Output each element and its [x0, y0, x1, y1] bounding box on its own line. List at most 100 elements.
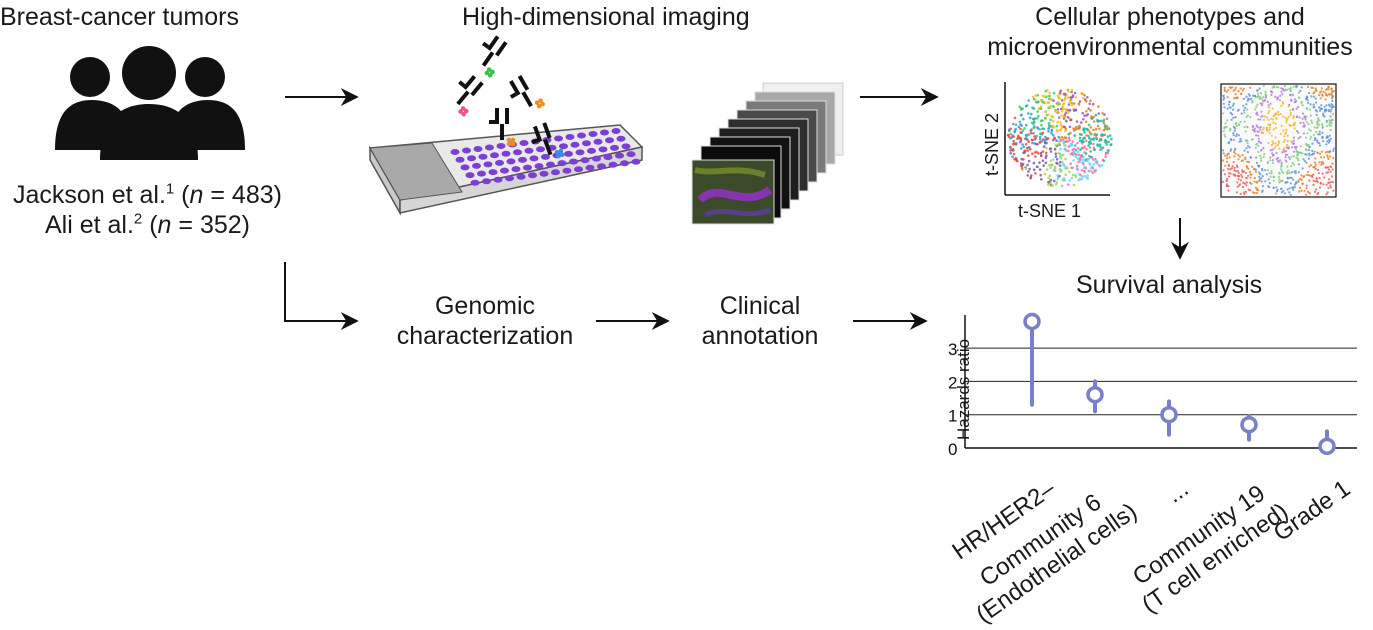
community-point: [1246, 166, 1249, 169]
tsne-point: [1098, 127, 1101, 131]
tsne-point: [1075, 120, 1079, 123]
community-point: [1272, 128, 1275, 131]
community-point: [1288, 171, 1291, 175]
tsne-point: [1048, 147, 1052, 151]
tsne-point: [1027, 154, 1030, 157]
tissue-core: [574, 166, 583, 173]
tsne-point: [1049, 124, 1053, 128]
community-point: [1257, 118, 1260, 121]
community-point: [1277, 175, 1280, 178]
community-point: [1316, 151, 1319, 154]
community-point: [1270, 143, 1273, 147]
tsne-point: [1109, 143, 1112, 147]
community-point: [1277, 160, 1280, 163]
tsne-point: [1090, 117, 1094, 120]
tsne-point: [1059, 160, 1062, 164]
tsne-point: [1054, 182, 1058, 186]
community-point: [1288, 187, 1291, 190]
community-point: [1272, 153, 1275, 157]
tsne-point: [1044, 116, 1047, 120]
tsne-point: [1014, 123, 1018, 126]
community-point: [1284, 159, 1287, 162]
tsne-point: [1083, 136, 1086, 140]
community-point: [1241, 89, 1244, 92]
community-point: [1262, 84, 1265, 88]
community-point: [1264, 99, 1267, 102]
community-point: [1318, 109, 1322, 112]
tsne-point: [1020, 108, 1023, 111]
tsne-point: [1059, 139, 1063, 142]
community-point: [1297, 163, 1300, 166]
tsne-point: [1077, 160, 1080, 164]
genomic-line1: Genomic: [434, 292, 536, 320]
tsne-point: [1056, 121, 1059, 124]
tsne-point: [1067, 149, 1070, 153]
tsne-point: [1074, 155, 1078, 159]
cohort-n-value: = 352): [178, 211, 250, 239]
community-point: [1295, 107, 1298, 110]
tsne-point: [1086, 96, 1089, 99]
tsne-point: [1037, 100, 1040, 103]
tsne-point: [1042, 164, 1045, 167]
tsne-point: [1025, 146, 1029, 150]
tissue-core: [462, 147, 471, 154]
tsne-point: [1019, 136, 1022, 140]
community-point: [1245, 115, 1248, 118]
community-point: [1277, 140, 1280, 143]
tissue-core: [496, 143, 506, 149]
tsne-point: [1046, 89, 1049, 92]
community-point: [1303, 124, 1306, 127]
tsne-point: [1021, 162, 1025, 166]
community-point: [1308, 146, 1311, 149]
community-point: [1330, 175, 1333, 178]
tissue-core: [588, 131, 598, 137]
community-point: [1326, 140, 1329, 143]
tissue-core: [615, 152, 624, 159]
community-point: [1284, 181, 1287, 184]
tsne-point: [1082, 93, 1085, 96]
community-point: [1246, 108, 1249, 111]
community-point: [1282, 171, 1285, 174]
cohort-n-label: n: [189, 181, 204, 209]
hazard-point: [1160, 405, 1178, 424]
tsne-point: [1092, 162, 1095, 166]
tsne-point: [1086, 159, 1089, 163]
community-point: [1245, 184, 1248, 187]
tsne-point: [1040, 178, 1043, 181]
tissue-core: [593, 138, 603, 145]
tsne-point: [1056, 177, 1059, 181]
tsne-point: [1034, 172, 1037, 175]
community-point: [1270, 90, 1273, 93]
community-point: [1313, 190, 1317, 193]
community-point: [1240, 112, 1243, 115]
community-point: [1277, 113, 1280, 116]
tsne-point: [1051, 184, 1054, 187]
tsne-point: [1011, 155, 1014, 159]
community-point: [1272, 175, 1275, 178]
community-point: [1293, 127, 1296, 130]
tsne-point: [1041, 159, 1045, 163]
community-point: [1231, 104, 1235, 107]
tsne-point: [1038, 140, 1042, 144]
imaging-title: High-dimensional imaging: [462, 3, 750, 31]
community-point: [1247, 93, 1250, 96]
community-point: [1266, 130, 1269, 133]
tsne-point: [1089, 99, 1092, 103]
community-point: [1232, 134, 1235, 137]
community-point: [1259, 128, 1262, 131]
community-point: [1232, 160, 1235, 164]
community-point: [1329, 170, 1332, 173]
community-point: [1288, 124, 1291, 127]
tsne-point: [1016, 134, 1020, 138]
tsne-xlabel: t-SNE 1: [1018, 201, 1082, 221]
tsne-point: [1013, 130, 1016, 134]
tsne-point: [1089, 163, 1092, 166]
tsne-point: [1070, 166, 1073, 169]
community-point: [1246, 99, 1249, 102]
tsne-point: [1067, 145, 1070, 148]
community-point: [1262, 155, 1265, 159]
community-point: [1316, 181, 1319, 184]
tsne-point: [1019, 127, 1022, 131]
tsne-point: [1100, 164, 1104, 167]
community-point: [1256, 103, 1259, 106]
